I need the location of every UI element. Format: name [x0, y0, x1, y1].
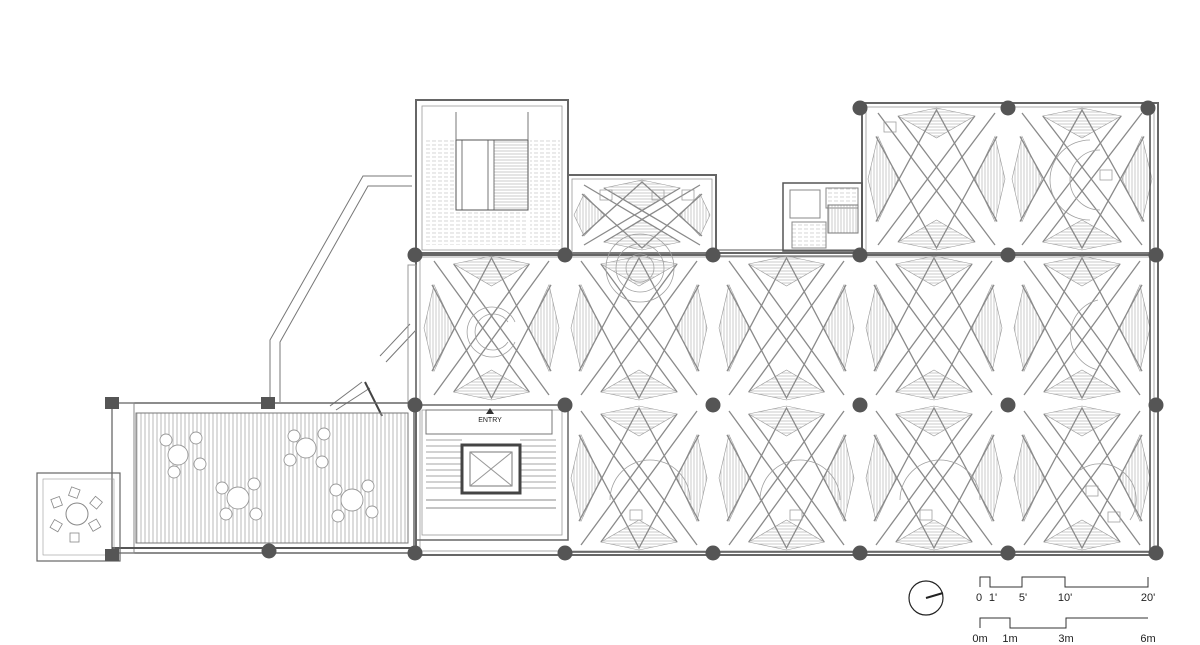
scale-imperial-20: 20'	[1141, 592, 1155, 604]
column	[852, 100, 868, 116]
scale-metric-3: 3m	[1058, 633, 1073, 645]
entry-label: ENTRY	[478, 417, 502, 424]
ceiling-bay	[867, 107, 1006, 251]
ceiling-bay	[570, 255, 708, 401]
column	[1148, 247, 1164, 263]
column	[1000, 545, 1016, 561]
column	[407, 247, 423, 263]
column	[557, 397, 573, 413]
column	[261, 543, 277, 559]
deck-seating	[111, 402, 415, 554]
column	[407, 397, 423, 413]
ceiling-bay	[865, 405, 1003, 551]
scale-imperial-10: 10'	[1058, 592, 1072, 604]
column	[557, 545, 573, 561]
furniture-hints	[466, 121, 1137, 523]
west-terrace-outline	[269, 175, 417, 417]
column	[1140, 100, 1156, 116]
column	[407, 545, 423, 561]
column	[705, 397, 721, 413]
column	[1000, 397, 1016, 413]
scale-imperial-1: 1'	[989, 592, 997, 604]
column	[705, 247, 721, 263]
column	[1148, 397, 1164, 413]
scale-metric-6: 6m	[1140, 633, 1155, 645]
north-arrow-icon	[908, 580, 944, 616]
column	[852, 545, 868, 561]
entry-stair: ENTRY	[425, 408, 556, 509]
column	[261, 397, 275, 409]
column	[852, 247, 868, 263]
ceiling-bay	[865, 255, 1003, 401]
ceiling-bay	[423, 255, 560, 401]
column	[1000, 100, 1016, 116]
ceiling-bay	[718, 405, 855, 551]
column	[852, 397, 868, 413]
scale-metric-0: 0m	[972, 633, 987, 645]
ceiling-bay	[1013, 255, 1151, 401]
scale-metric-1: 1m	[1002, 633, 1017, 645]
column	[705, 545, 721, 561]
ceiling-bay	[573, 179, 711, 251]
column	[1148, 545, 1164, 561]
balcony	[36, 472, 121, 562]
column	[105, 397, 119, 409]
column	[557, 247, 573, 263]
ceiling-bay	[1011, 107, 1153, 251]
ceiling-bay	[1013, 405, 1151, 551]
service-rooms	[782, 182, 863, 252]
structural-columns	[105, 100, 1164, 561]
column	[1000, 247, 1016, 263]
ceiling-bay	[570, 405, 708, 551]
scale-bar-imperial: 0 1' 5' 10' 20'	[976, 576, 1155, 604]
scale-imperial-0: 0	[976, 592, 982, 604]
ceiling-bay	[718, 255, 855, 401]
scale-bar-metric: 0m 1m 3m 6m	[972, 617, 1156, 645]
north-stair	[426, 112, 560, 245]
scale-imperial-5: 5'	[1019, 592, 1027, 604]
column	[105, 549, 119, 561]
